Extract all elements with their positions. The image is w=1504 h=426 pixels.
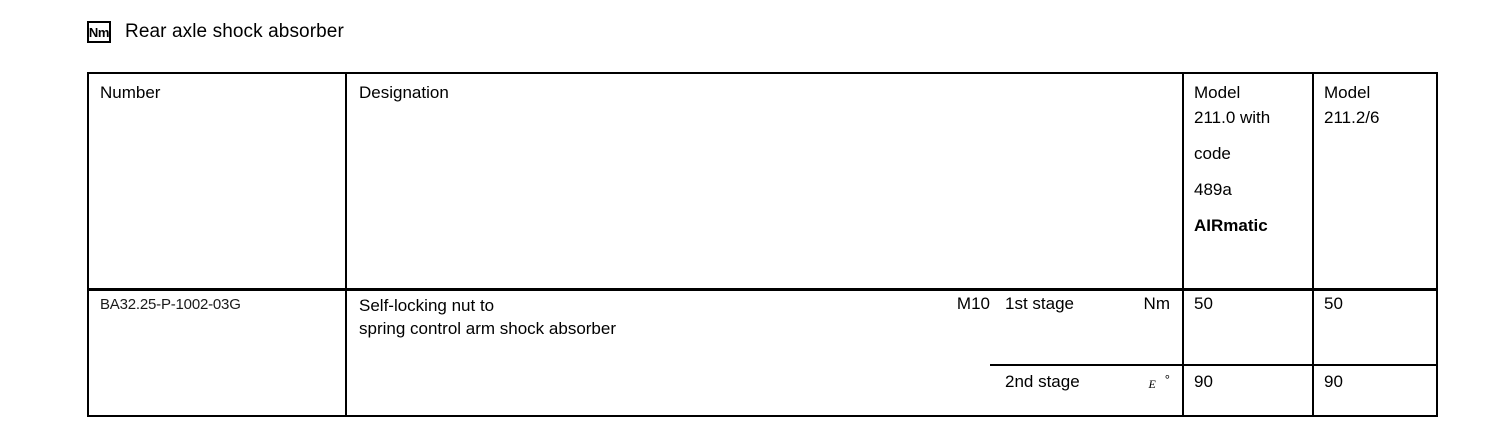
table-row-part-number: BA32.25-P-1002-03G — [100, 296, 241, 313]
torque-nm-icon: Nm — [87, 21, 111, 43]
stage-row-divider — [1182, 364, 1436, 366]
model-a-line4: 489a — [1194, 180, 1232, 199]
degree-icon: ° — [1164, 372, 1170, 387]
column-header-model-b: Model 211.2/6 — [1324, 80, 1379, 130]
model-b-line1: Model — [1324, 83, 1371, 102]
stage-2-unit: E° — [1118, 372, 1170, 394]
designation-line-2: spring control arm shock absorber — [359, 319, 617, 338]
header-row-divider — [89, 288, 1436, 291]
column-divider-number-designation — [345, 74, 347, 415]
model-a-line2: 211.0 with — [1194, 108, 1271, 127]
column-header-designation: Designation — [359, 83, 449, 102]
model-b-line2: 211.2/6 — [1324, 108, 1380, 127]
model-a-line3: code — [1194, 144, 1231, 163]
document-header: Nm Rear axle shock absorber — [87, 21, 344, 43]
column-divider-model-a-model-b — [1312, 74, 1314, 415]
model-a-line1: Model — [1194, 83, 1241, 102]
stage-row-divider-short — [990, 364, 1182, 366]
page-title: Rear axle shock absorber — [125, 21, 344, 42]
stage-2-unit-symbol: E — [1148, 377, 1156, 391]
stage-2-value-model-b: 90 — [1324, 372, 1343, 391]
column-divider-designation-model-a — [1182, 74, 1184, 415]
stage-2-label: 2nd stage — [1005, 372, 1080, 391]
stage-1-label: 1st stage — [1005, 294, 1074, 313]
stage-1-value-model-b: 50 — [1324, 294, 1343, 313]
designation-line-1: Self-locking nut to — [359, 296, 495, 315]
column-header-model-a: Model 211.0 with code 489a AIRmatic — [1194, 80, 1270, 238]
thread-size-label: M10 — [956, 294, 990, 313]
model-a-line5: AIRmatic — [1194, 216, 1268, 235]
stage-1-unit: Nm — [1143, 294, 1170, 313]
column-header-number: Number — [100, 83, 161, 102]
torque-specification-table: Number Designation Model 211.0 with code… — [87, 72, 1438, 417]
table-row-designation: Self-locking nut to spring control arm s… — [359, 294, 616, 340]
stage-1-value-model-a: 50 — [1194, 294, 1213, 313]
stage-2-value-model-a: 90 — [1194, 372, 1213, 391]
